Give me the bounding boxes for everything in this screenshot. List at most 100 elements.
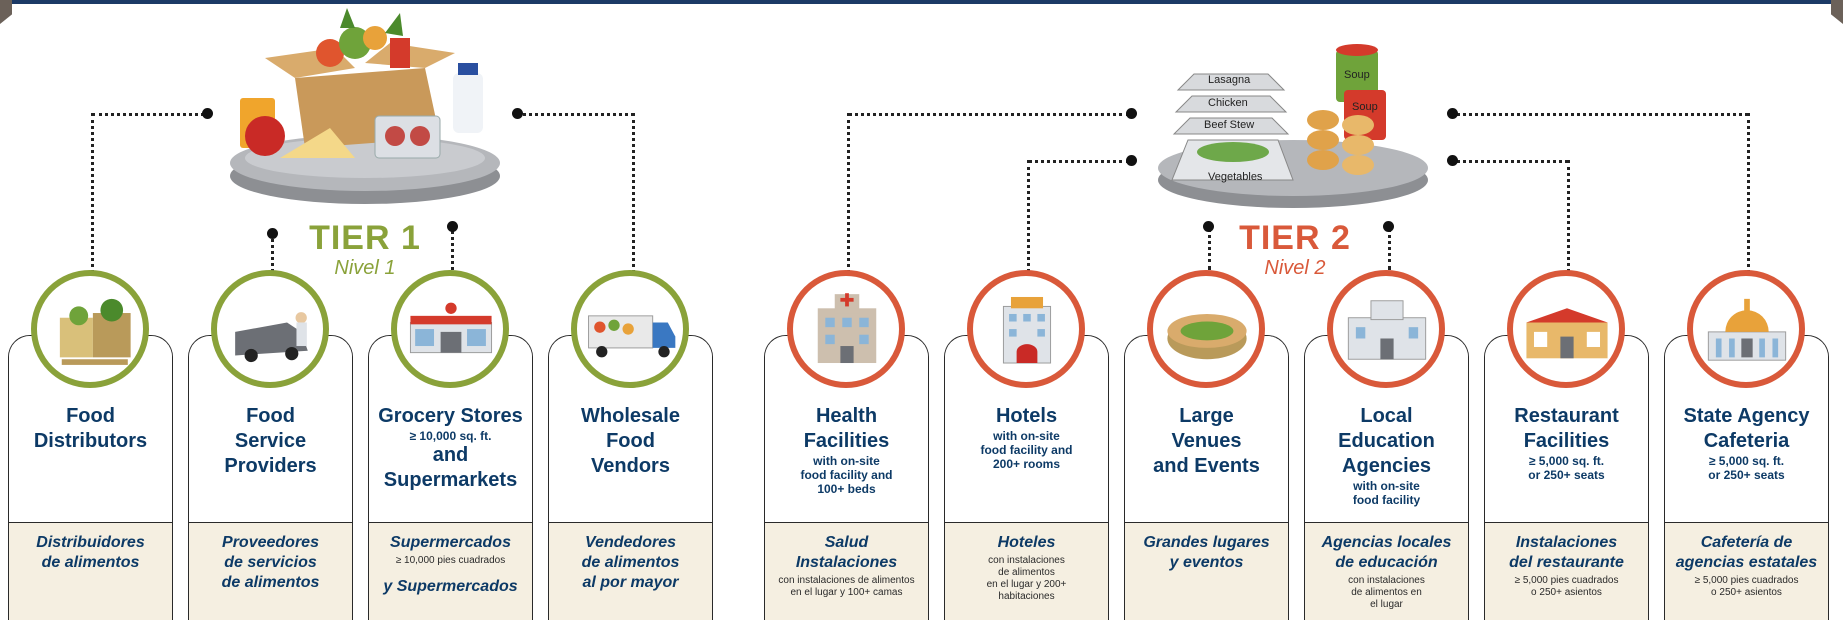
connector-line	[1567, 160, 1570, 272]
connector-dot	[1126, 155, 1137, 166]
connector-dot	[1126, 108, 1137, 119]
tier1-heading: TIER 1 Nivel 1	[290, 220, 440, 280]
top-border	[0, 0, 1843, 4]
cup-label: Soup	[1344, 69, 1370, 81]
connector-dot	[1203, 221, 1214, 232]
card-criteria: ≥ 10,000 sq. ft.	[409, 429, 492, 443]
left-corner-tab	[0, 0, 12, 24]
produce-crate-icon	[31, 270, 149, 388]
card-spanish-title-2: y Supermercados	[383, 578, 518, 595]
card-spanish-title: Hoteles	[997, 534, 1056, 551]
card-criteria: ≥ 5,000 sq. ft.or 250+ seats	[1528, 454, 1605, 482]
connector-line	[1027, 160, 1030, 272]
connector-line	[1450, 160, 1568, 163]
stadium-icon	[1147, 270, 1265, 388]
hotel-icon	[967, 270, 1085, 388]
tray-label: Vegetables	[1208, 171, 1263, 183]
connector-line	[1208, 228, 1211, 270]
connector-line	[516, 113, 634, 116]
card-spanish-section: Supermercados ≥ 10,000 pies cuadrados y Su…	[369, 522, 532, 620]
grocery-box-illustration	[230, 8, 500, 204]
capitol-building-icon	[1687, 270, 1805, 388]
prepared-food-illustration: Lasagna Chicken Beef Stew Vegetables Sou…	[1158, 40, 1433, 215]
right-corner-tab	[1831, 0, 1843, 24]
connector-line	[91, 113, 94, 273]
connector-line	[847, 113, 850, 273]
school-icon	[1327, 270, 1445, 388]
tier1-sublabel: Nivel 1	[334, 257, 396, 279]
connector-dot	[202, 108, 213, 119]
card-criteria: ≥ 5,000 sq. ft.or 250+ seats	[1708, 454, 1785, 482]
connector-dot	[267, 228, 278, 239]
hospital-icon	[787, 270, 905, 388]
supermarket-icon	[391, 270, 509, 388]
connector-line	[1028, 160, 1130, 163]
connector-dot	[1383, 221, 1394, 232]
delivery-van-icon	[211, 270, 329, 388]
tray-label: Chicken	[1208, 97, 1248, 109]
tier2-label: TIER 2	[1239, 219, 1351, 257]
cup-label: Soup	[1352, 101, 1378, 113]
truck-icon	[571, 270, 689, 388]
tier1-label: TIER 1	[309, 219, 421, 257]
connector-line	[848, 113, 1130, 116]
restaurant-icon	[1507, 270, 1625, 388]
tray-label: Lasagna	[1208, 74, 1251, 86]
connector-dot	[447, 221, 458, 232]
connector-line	[1450, 113, 1748, 116]
connector-line	[92, 113, 204, 116]
connector-dot	[512, 108, 523, 119]
card-spanish-criteria: ≥ 10,000 pies cuadrados	[395, 555, 506, 566]
tier2-sublabel: Nivel 2	[1264, 257, 1326, 279]
connector-dot	[1447, 108, 1458, 119]
connector-line	[1388, 228, 1391, 270]
connector-line	[1747, 113, 1750, 273]
tray-label: Beef Stew	[1204, 119, 1255, 131]
connector-line	[451, 225, 454, 270]
card-spanish-title: Supermercados	[390, 534, 511, 551]
connector-line	[632, 113, 635, 273]
connector-line	[271, 232, 274, 272]
tier2-heading: TIER 2 Nivel 2	[1220, 220, 1370, 280]
connector-dot	[1447, 155, 1458, 166]
